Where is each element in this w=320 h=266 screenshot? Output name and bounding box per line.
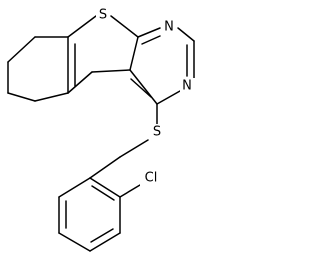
- atom-label-n-lower: N: [182, 79, 192, 94]
- atom-label-s-thiophene: S: [99, 8, 107, 23]
- bond-b3-b4: [89, 232, 121, 252]
- bond-c5-c6: [7, 36, 36, 63]
- bond-c8a-n1-inner: [141, 35, 161, 45]
- label-bg-n-upper: [162, 19, 177, 35]
- cyclohexane-ring-bonds: [7, 36, 69, 102]
- bond-n1-c2: [177, 27, 195, 42]
- thiophene-ring-bonds: [67, 15, 139, 94]
- benzene-ring-bonds: [58, 177, 141, 252]
- bond-c8a-c4a: [129, 36, 139, 71]
- bond-c4-c4a: [129, 69, 158, 105]
- bond-b3-b4-inner: [90, 228, 114, 243]
- label-bg-cl: [140, 170, 161, 186]
- thioether-bonds: [89, 103, 158, 179]
- atom-label-cl: Cl: [145, 171, 158, 186]
- atom-labels: S N N S Cl: [96, 7, 195, 186]
- bond-b2-cl: [119, 184, 141, 198]
- chemical-structure-diagram: S N N S Cl: [7, 7, 195, 252]
- bond-ch2-aryl: [89, 156, 121, 179]
- pyrimidine-ring-bonds: [129, 27, 195, 105]
- bond-c7a-s: [67, 15, 97, 38]
- bond-s-ch2: [119, 139, 149, 158]
- bond-b6-b1: [58, 177, 91, 198]
- bond-b1-b2-inner: [91, 185, 115, 201]
- bond-c4-c4a-inner: [130, 78, 152, 98]
- bond-c3-c4: [7, 92, 36, 102]
- bond-b1-b2: [89, 177, 121, 198]
- label-bg-n-lower: [180, 78, 195, 94]
- bond-c3-c3a: [34, 92, 69, 102]
- atom-label-n-upper: N: [164, 20, 174, 35]
- bond-c3a-c4a-double: [67, 71, 93, 94]
- label-bg-s-thiophene: [96, 7, 110, 23]
- bond-c4a-c3a: [91, 69, 131, 73]
- bond-c8a-n1: [137, 27, 161, 38]
- bond-n3-c4: [156, 90, 181, 105]
- label-bg-s-thioether: [150, 124, 164, 140]
- atom-label-s-thioether: S: [153, 125, 161, 140]
- bond-s-c8a: [110, 15, 139, 38]
- bond-b4-b5: [58, 232, 91, 252]
